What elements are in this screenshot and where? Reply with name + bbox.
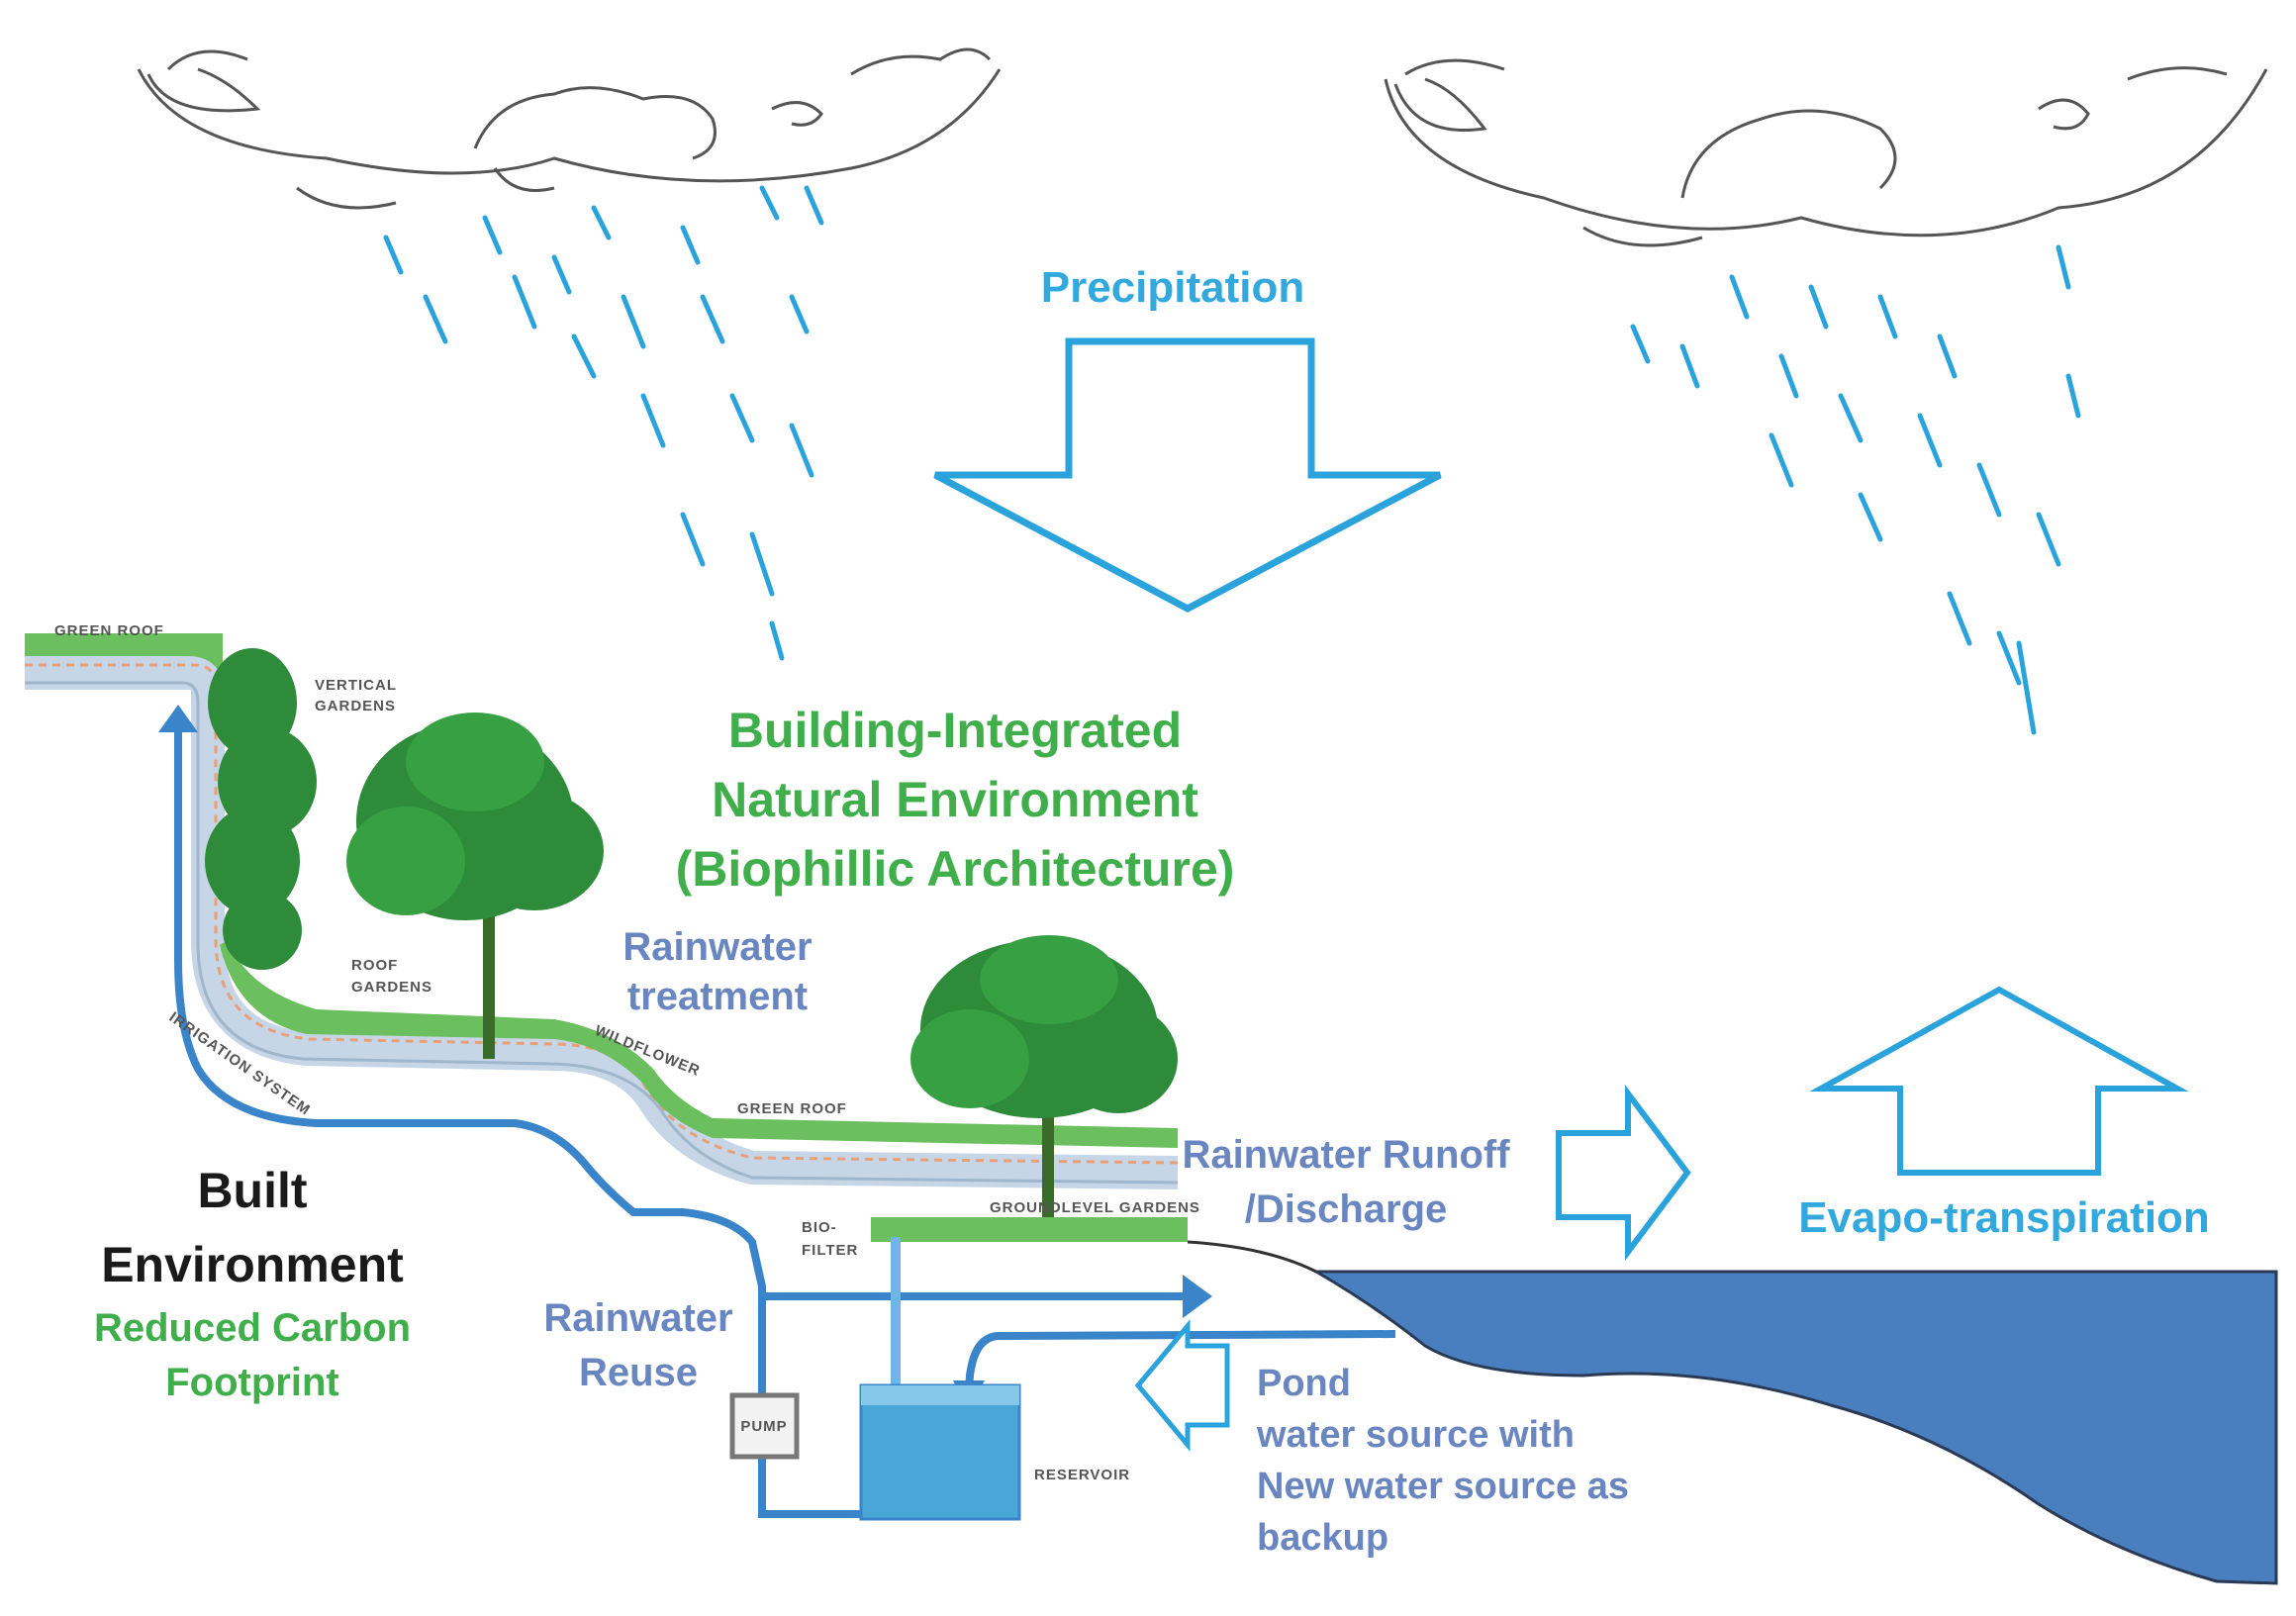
biophilic-title-line3: (Biophillic Architecture) (676, 841, 1235, 897)
precipitation-arrow-icon (933, 337, 1442, 613)
pond-inflow-arrow-icon (1134, 1319, 1230, 1452)
building-structure (25, 656, 1179, 1189)
reuse-arrowhead-icon (1183, 1275, 1212, 1318)
reservoir-icon (859, 1383, 1021, 1521)
irrigation-arrowhead-icon (158, 705, 198, 732)
biophilic-title-line2: Natural Environment (712, 772, 1198, 827)
ground-garden-grass (871, 1217, 1188, 1242)
biophilic-title-line1: Building-Integrated (728, 703, 1182, 758)
green-roof-mid-label: GREEN ROOF (737, 1100, 847, 1117)
pond-label-line3: New water source as (1257, 1466, 1629, 1507)
evapotranspiration-label: Evapo-transpiration (1798, 1193, 2210, 1242)
rain-left-icon (383, 185, 824, 661)
pond-return-pipe (964, 1330, 1396, 1406)
pond-shape (1310, 1270, 2278, 1585)
tree-small-icon (910, 935, 1178, 1217)
rainwater-reuse-line2: Reuse (579, 1351, 698, 1394)
roof-gardens-line2: GARDENS (351, 979, 432, 996)
pond-label-line1: Pond (1257, 1363, 1351, 1404)
reservoir-top-icon (861, 1385, 1019, 1405)
pond-label-line2: water source with (1256, 1414, 1575, 1456)
built-environment-line2: Environment (101, 1237, 404, 1292)
rainwater-reuse-line1: Rainwater (543, 1296, 732, 1340)
reduced-carbon-line2: Footprint (165, 1361, 339, 1404)
cloud-right-icon (1384, 58, 2268, 247)
pump-label: PUMP (740, 1418, 787, 1435)
biofilter-line2: FILTER (802, 1242, 858, 1259)
irrigation-pipe (174, 728, 766, 1478)
runoff-line1: Rainwater Runoff (1182, 1133, 1510, 1177)
reduced-carbon-line1: Reduced Carbon (94, 1306, 411, 1350)
pond-label-line4: backup (1257, 1517, 1388, 1559)
vertical-gardens-line1: VERTICAL (315, 677, 397, 694)
pump-icon (729, 1392, 800, 1460)
tree-large-icon (346, 713, 604, 1059)
roof-garden-grass (220, 940, 1178, 1148)
biofilter-line1: BIO- (802, 1219, 837, 1236)
runoff-line2: /Discharge (1245, 1188, 1448, 1231)
vertical-gardens-line2: GARDENS (315, 698, 396, 714)
evapo-arrow-shape (1809, 986, 2189, 1176)
ground-gardens-label: GROUNDLEVEL GARDENS (990, 1199, 1200, 1216)
reservoir-label: RESERVOIR (1034, 1467, 1130, 1483)
vertical-garden-icon (205, 648, 317, 970)
built-environment-line1: Built (197, 1163, 307, 1218)
green-roof-top-label: GREEN ROOF (54, 622, 164, 639)
rainwater-treatment-line2: treatment (627, 975, 808, 1018)
runoff-arrow-icon (1556, 1085, 1691, 1261)
ground-line (1187, 1240, 1317, 1274)
rain-right-icon (1630, 244, 2081, 735)
pump-reservoir-pipe (758, 1474, 861, 1518)
cloud-left-icon (137, 48, 1002, 210)
rainwater-treatment-line1: Rainwater (622, 925, 812, 969)
roof-gardens-line1: ROOF (351, 957, 398, 974)
precipitation-label: Precipitation (1041, 263, 1305, 312)
